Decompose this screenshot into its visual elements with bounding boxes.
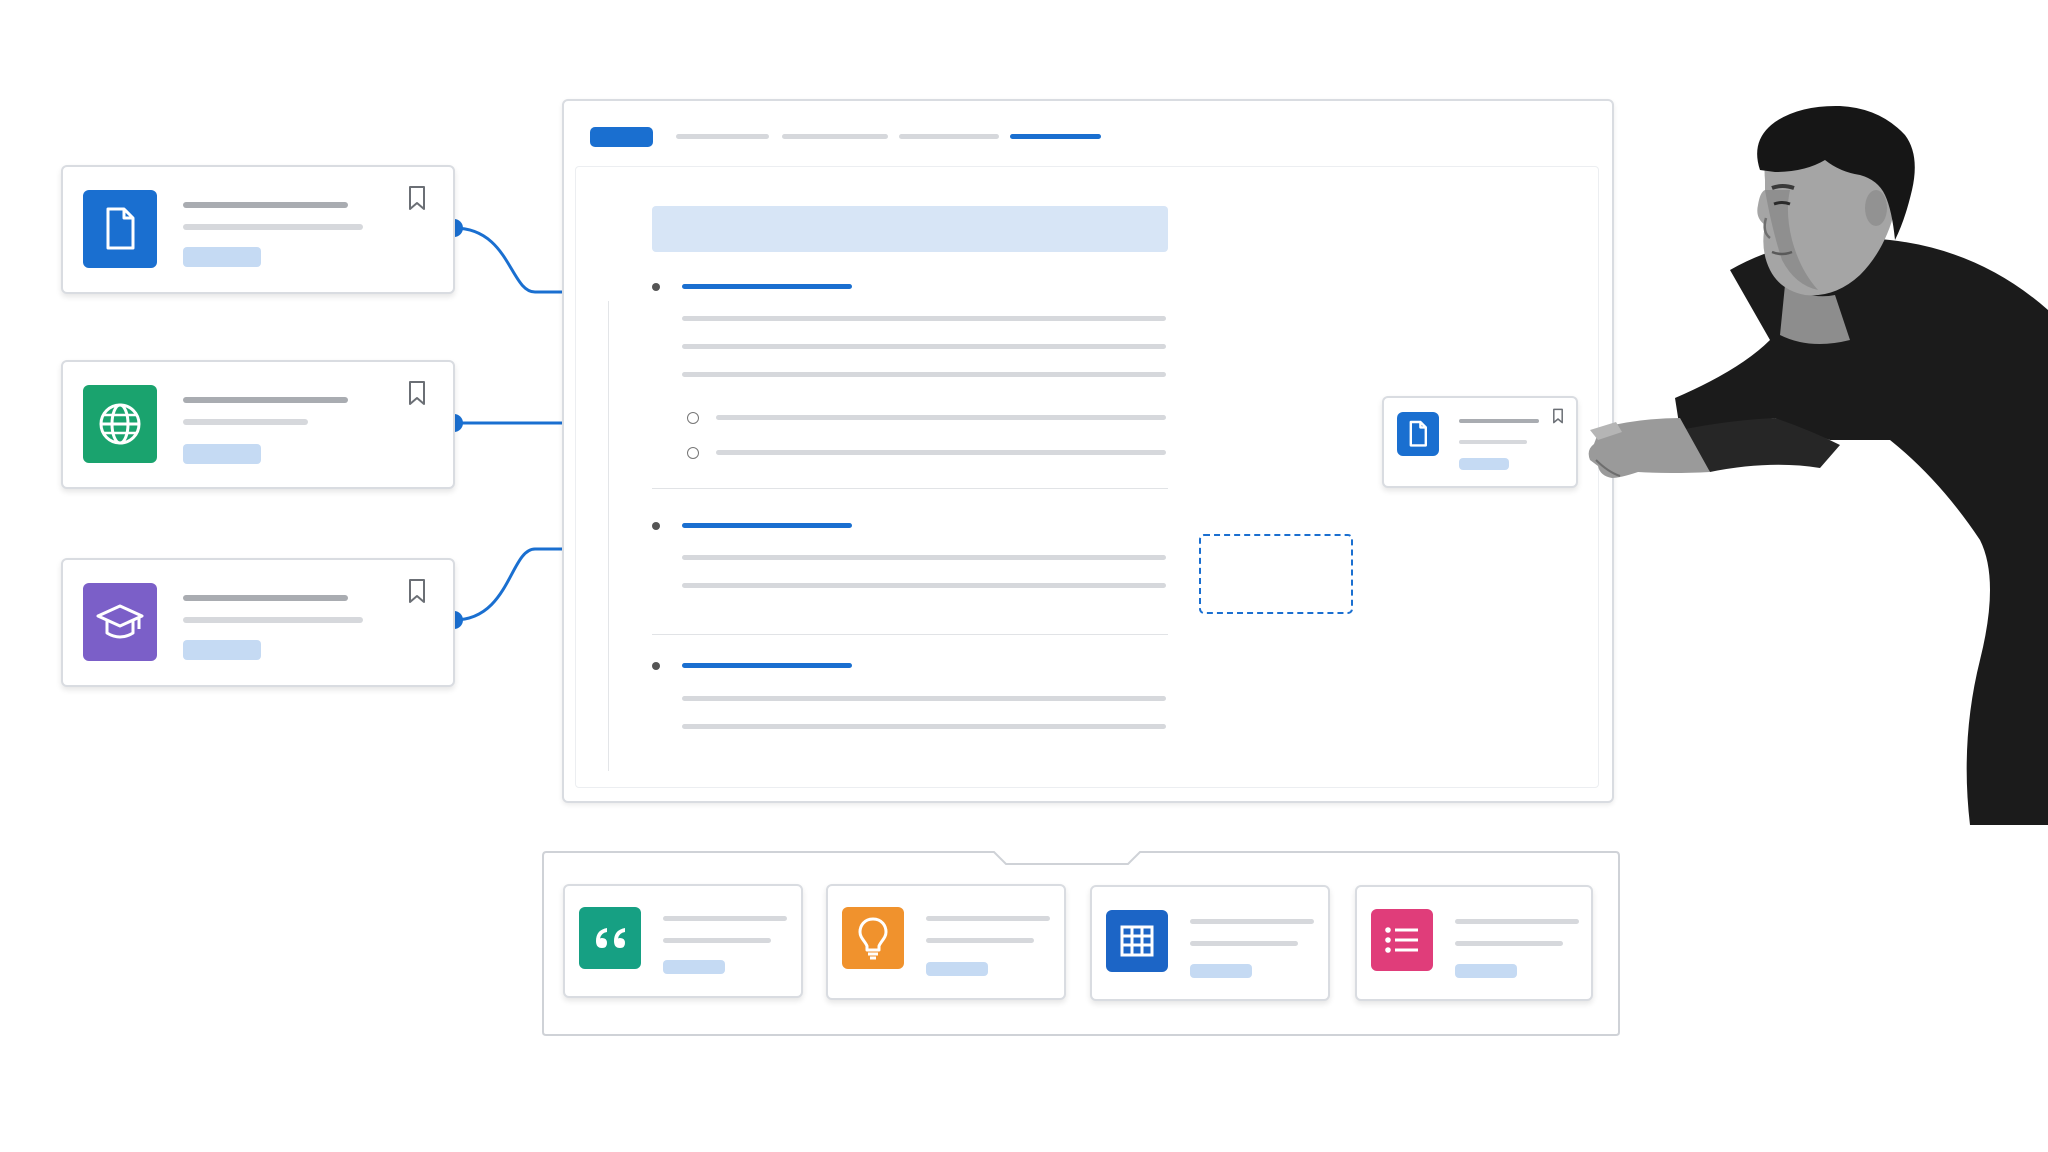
text-line bbox=[682, 555, 1166, 560]
list-icon bbox=[1371, 909, 1433, 971]
drop-zone[interactable] bbox=[1199, 534, 1353, 614]
bookmark-icon[interactable] bbox=[407, 185, 427, 211]
card-subtitle-line bbox=[183, 617, 363, 623]
card-title-line bbox=[1459, 419, 1539, 423]
source-card-web[interactable] bbox=[61, 360, 455, 489]
section-heading-line bbox=[682, 523, 852, 528]
radio-option[interactable] bbox=[687, 447, 699, 459]
card-subtitle-line bbox=[1459, 440, 1527, 444]
bullet bbox=[652, 522, 660, 530]
bookmark-icon[interactable] bbox=[407, 578, 427, 604]
section-divider bbox=[652, 634, 1168, 635]
text-line bbox=[682, 696, 1166, 701]
bullet bbox=[652, 662, 660, 670]
document-gutter-line bbox=[608, 301, 609, 771]
card-subtitle-line bbox=[183, 419, 308, 425]
nav-primary-tab[interactable] bbox=[590, 127, 653, 147]
connector-line-1 bbox=[453, 226, 607, 294]
connector-line-3 bbox=[453, 547, 607, 622]
bullet bbox=[652, 283, 660, 291]
document-panel bbox=[575, 166, 1599, 788]
bookmark-icon[interactable] bbox=[1552, 408, 1564, 424]
section-divider bbox=[652, 488, 1168, 489]
card-title-line bbox=[1455, 919, 1579, 924]
graduation-cap-icon bbox=[83, 583, 157, 661]
tray-card-idea[interactable] bbox=[826, 884, 1066, 1000]
card-title-line bbox=[183, 397, 348, 403]
radio-option[interactable] bbox=[687, 412, 699, 424]
source-card-academic[interactable] bbox=[61, 558, 455, 687]
card-title-line bbox=[183, 202, 348, 208]
card-title-line bbox=[926, 916, 1050, 921]
card-tag bbox=[183, 444, 261, 464]
card-subtitle-line bbox=[926, 938, 1034, 943]
quote-icon bbox=[579, 907, 641, 969]
card-title-line bbox=[663, 916, 787, 921]
card-tag bbox=[1190, 964, 1252, 978]
document-icon bbox=[83, 190, 157, 268]
lightbulb-icon bbox=[842, 907, 904, 969]
card-title-line bbox=[183, 595, 348, 601]
text-line bbox=[682, 344, 1166, 349]
card-tag bbox=[183, 640, 261, 660]
card-subtitle-line bbox=[1190, 941, 1298, 946]
option-text-line bbox=[716, 450, 1166, 455]
section-heading-line bbox=[682, 284, 852, 289]
component-tray-frame bbox=[542, 851, 1620, 1036]
card-title-line bbox=[1190, 919, 1314, 924]
section-heading-line bbox=[682, 663, 852, 668]
person-illustration bbox=[1588, 105, 2048, 825]
card-subtitle-line bbox=[1455, 941, 1563, 946]
dragged-card[interactable] bbox=[1382, 396, 1578, 488]
nav-tab[interactable] bbox=[899, 134, 999, 139]
nav-tab-active[interactable] bbox=[1010, 134, 1101, 139]
tray-card-list[interactable] bbox=[1355, 885, 1593, 1001]
card-tag bbox=[926, 962, 988, 976]
card-tag bbox=[1455, 964, 1517, 978]
card-subtitle-line bbox=[663, 938, 771, 943]
option-text-line bbox=[716, 415, 1166, 420]
card-tag bbox=[183, 247, 261, 267]
tray-card-table[interactable] bbox=[1090, 885, 1330, 1001]
nav-tab[interactable] bbox=[676, 134, 769, 139]
source-card-document[interactable] bbox=[61, 165, 455, 294]
text-line bbox=[682, 372, 1166, 377]
text-line bbox=[682, 316, 1166, 321]
globe-icon bbox=[83, 385, 157, 463]
document-icon bbox=[1397, 412, 1439, 456]
tray-card-quote[interactable] bbox=[563, 884, 803, 998]
table-icon bbox=[1106, 910, 1168, 972]
document-title-block bbox=[652, 206, 1168, 252]
card-subtitle-line bbox=[183, 224, 363, 230]
bookmark-icon[interactable] bbox=[407, 380, 427, 406]
text-line bbox=[682, 724, 1166, 729]
card-tag bbox=[663, 960, 725, 974]
card-tag bbox=[1459, 458, 1509, 470]
nav-tab[interactable] bbox=[782, 134, 888, 139]
text-line bbox=[682, 583, 1166, 588]
